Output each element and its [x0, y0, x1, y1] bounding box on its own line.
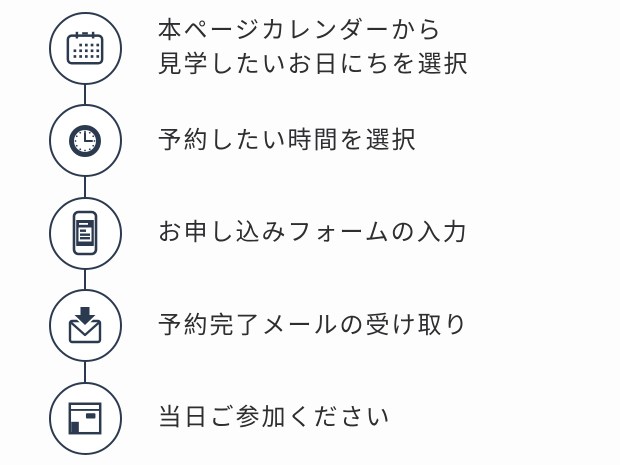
step-label-line: 予約したい時間を選択 [157, 126, 418, 154]
smartphone-form-icon [72, 210, 98, 256]
step-item-3: お申し込みフォームの入力 [0, 196, 620, 270]
step-icon-circle [48, 196, 122, 270]
step-label: お申し込みフォームの入力 [158, 216, 469, 250]
step-label-line: 当日ご参加ください [157, 404, 392, 431]
step-label: 本ページカレンダーから 見学したいお日にちを選択 [158, 14, 470, 82]
step-label: 予約完了メールの受け取り [158, 309, 470, 343]
step-item-2: 予約したい時間を選択 [0, 104, 620, 177]
step-label-line: 見学したいお日にちを選択 [157, 51, 470, 78]
step-icon-circle [48, 289, 122, 362]
attend-room-icon [66, 399, 104, 437]
step-item-5: 当日ご参加ください [0, 381, 620, 455]
step-icon-circle [48, 104, 122, 177]
clock-icon [65, 121, 105, 161]
step-item-4: 予約完了メールの受け取り [0, 289, 620, 362]
step-icon-circle [48, 381, 122, 455]
step-label-line: お申し込みフォームの入力 [157, 219, 469, 246]
step-label: 当日ご参加ください [158, 401, 392, 435]
step-item-1: 本ページカレンダーから 見学したいお日にちを選択 [0, 11, 620, 85]
step-label-line: 予約完了メールの受け取り [157, 311, 470, 339]
mail-receive-icon [63, 304, 107, 347]
step-label-line: 本ページカレンダーから [157, 17, 444, 44]
calendar-icon [64, 28, 106, 68]
step-icon-circle [48, 11, 122, 85]
step-label: 予約したい時間を選択 [158, 124, 418, 158]
